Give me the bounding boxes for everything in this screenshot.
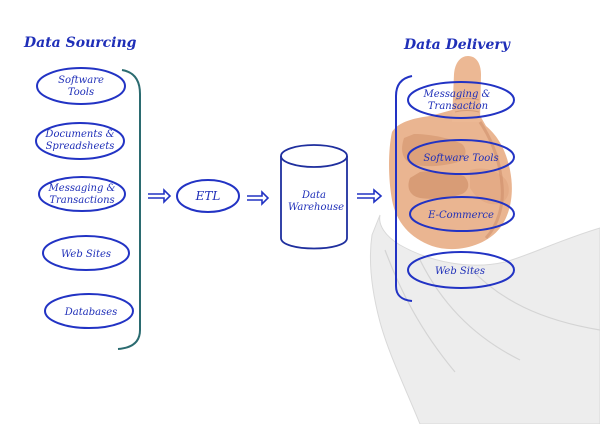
delivery-title: Data Delivery xyxy=(403,37,511,53)
sourcing-bracket xyxy=(117,69,141,350)
hand-pointing-icon xyxy=(369,56,600,424)
sourcing-node: Databases xyxy=(44,293,134,329)
warehouse-label: Data xyxy=(301,190,326,201)
node-label: Tools xyxy=(68,87,94,98)
node-label: Documents & xyxy=(44,129,114,140)
node-oval xyxy=(36,67,126,105)
index-finger-shape xyxy=(452,56,481,122)
node-oval xyxy=(38,176,126,212)
delivery-bracket xyxy=(395,75,413,302)
sourcing-node: Messaging & Transactions xyxy=(38,176,126,212)
curled-fingers-shape xyxy=(402,134,466,167)
hand-shadow xyxy=(478,121,504,240)
finger-crease xyxy=(454,98,480,113)
sourcing-items: Software Tools Documents & Spreadsheets … xyxy=(35,67,134,329)
node-label: Spreadsheets xyxy=(46,141,115,152)
arrow-icon xyxy=(247,190,270,206)
node-label: E-Commerce xyxy=(427,210,494,221)
node-label: Software xyxy=(58,75,104,86)
delivery-node: Software Tools xyxy=(407,139,515,175)
node-label: Databases xyxy=(64,307,118,318)
node-oval xyxy=(42,235,130,271)
node-oval xyxy=(44,293,134,329)
node-label: Software Tools xyxy=(423,153,498,164)
delivery-node: Web Sites xyxy=(407,251,515,289)
etl-node: ETL xyxy=(176,179,240,213)
sleeve-shape xyxy=(369,214,600,424)
node-label: Transactions xyxy=(49,195,114,206)
arrow-icon xyxy=(148,188,172,204)
curled-fingers-shape-2 xyxy=(408,171,469,199)
node-oval xyxy=(407,81,515,119)
sourcing-node: Software Tools xyxy=(36,67,126,105)
flow-arrows xyxy=(148,188,383,206)
delivery-items: Messaging & Transaction Software Tools E… xyxy=(407,81,515,289)
sourcing-node: Documents & Spreadsheets xyxy=(35,122,125,160)
delivery-node: E-Commerce xyxy=(409,196,515,232)
warehouse-node: Data Warehouse xyxy=(280,144,348,250)
node-oval xyxy=(407,251,515,289)
sleeve-fold xyxy=(384,249,600,373)
etl-label: ETL xyxy=(195,189,221,203)
node-label: Web Sites xyxy=(435,266,485,277)
sourcing-node: Web Sites xyxy=(42,235,130,271)
sourcing-title: Data Sourcing xyxy=(23,35,137,51)
arrow-icon xyxy=(357,188,383,204)
delivery-node: Messaging & Transaction xyxy=(407,81,515,119)
node-oval xyxy=(35,122,125,160)
node-label: Messaging & xyxy=(423,89,491,100)
node-label: Transaction xyxy=(428,101,488,112)
node-oval xyxy=(409,196,515,232)
warehouse-label: Warehouse xyxy=(288,202,344,213)
thumb-shape xyxy=(470,168,509,205)
etl-oval xyxy=(176,179,240,213)
warehouse-cylinder-top xyxy=(280,144,348,168)
node-label: Messaging & xyxy=(48,183,116,194)
node-label: Web Sites xyxy=(61,249,111,260)
node-oval xyxy=(407,139,515,175)
warehouse-cylinder-body xyxy=(280,156,348,250)
